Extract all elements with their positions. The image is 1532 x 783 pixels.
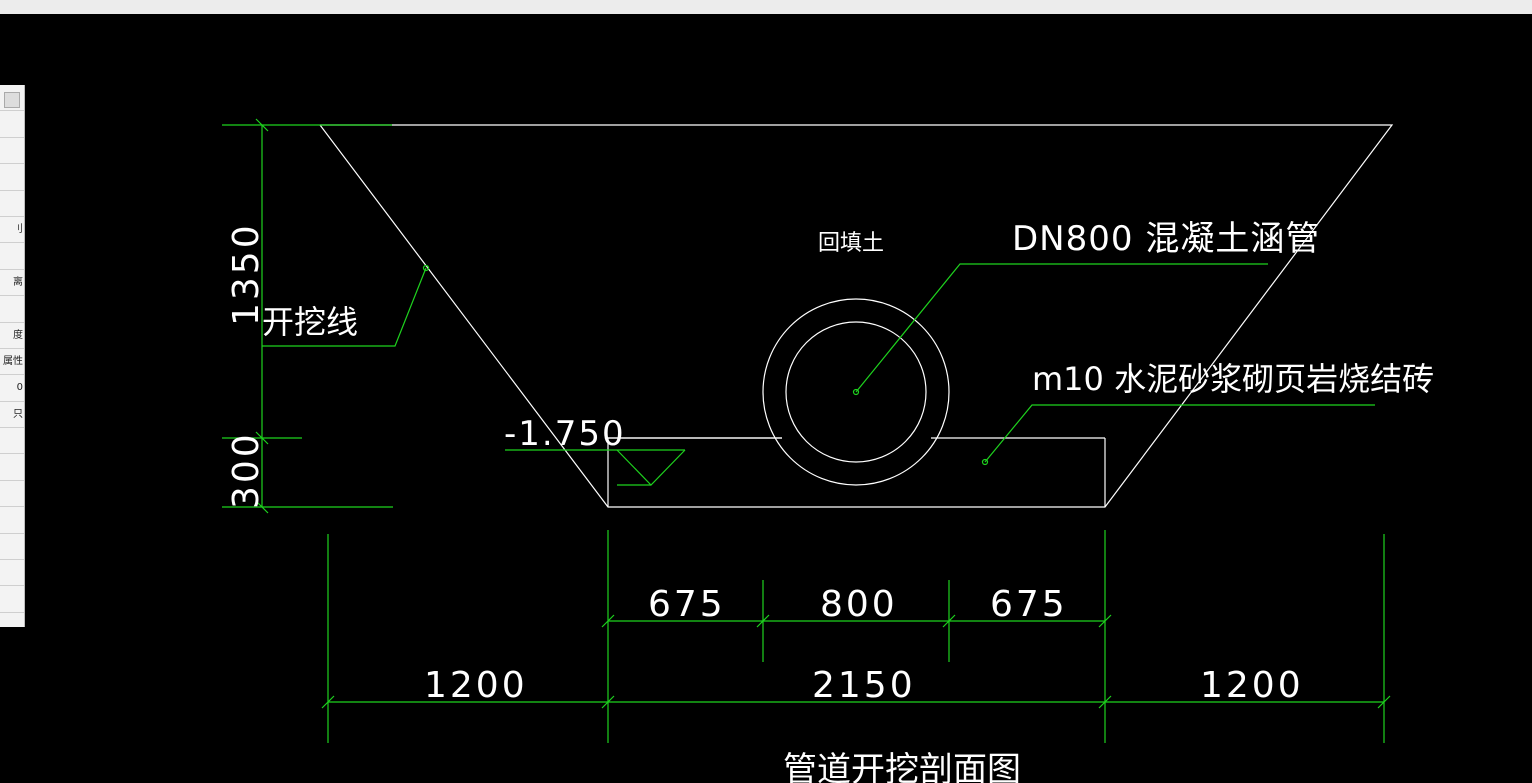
trench-outline[interactable]	[319, 124, 1394, 508]
panel-row[interactable]: 度	[0, 323, 24, 349]
panel-row[interactable]: 0	[0, 375, 24, 402]
drawing-title: 管道开挖剖面图	[783, 750, 1021, 783]
outer-tick-3	[1098, 695, 1112, 709]
panel-row[interactable]	[0, 560, 24, 587]
pipe-inner-wall[interactable]	[785, 321, 927, 463]
elevation-label: -1.750	[504, 414, 626, 454]
panel-checkbox[interactable]	[4, 92, 20, 108]
panel-row[interactable]	[0, 534, 24, 561]
inner-tick-3	[942, 614, 956, 628]
dim-label-inner-middle: 800	[820, 584, 898, 625]
inner-tick-4	[1098, 614, 1112, 628]
elevation-triangle	[616, 449, 686, 486]
panel-row[interactable]	[0, 428, 24, 455]
pipe-leader	[855, 263, 1268, 393]
base-material-label: m10 水泥砂浆砌页岩烧结砖	[1032, 360, 1434, 398]
inner-tick-1	[601, 614, 615, 628]
panel-row[interactable]	[0, 507, 24, 534]
pipe-leader-dot	[852, 388, 860, 396]
dim-label-outer-middle: 2150	[812, 665, 916, 706]
panel-row[interactable]	[0, 454, 24, 481]
panel-row[interactable]	[0, 164, 24, 191]
title-bar	[0, 0, 1532, 14]
base-leader	[984, 404, 1375, 463]
panel-row[interactable]	[0, 243, 24, 270]
dim-label-inner-left: 675	[648, 584, 726, 625]
outer-tick-2	[601, 695, 615, 709]
dim-label-outer-right: 1200	[1200, 665, 1304, 706]
pipe-outer-wall[interactable]	[762, 298, 950, 486]
panel-row[interactable]	[0, 296, 24, 323]
dim-label-vertical-upper: 1350	[226, 222, 267, 326]
panel-row[interactable]: 属性	[0, 349, 24, 376]
panel-row[interactable]	[0, 111, 24, 138]
outer-tick-4	[1377, 695, 1391, 709]
panel-row[interactable]	[0, 138, 24, 165]
base-leader-dot	[981, 458, 989, 466]
backfill-label: 回填土	[818, 231, 884, 256]
properties-panel[interactable]: 刂 离 度 属性 0 只	[0, 85, 25, 627]
panel-row[interactable]: 刂	[0, 217, 24, 244]
panel-row[interactable]: 离	[0, 270, 24, 297]
outer-tick-1	[321, 695, 335, 709]
panel-row[interactable]	[0, 586, 24, 613]
vdim-tick-bottom	[255, 500, 269, 514]
panel-row[interactable]	[0, 481, 24, 508]
excavation-leader-dot	[422, 264, 430, 272]
panel-row[interactable]	[0, 191, 24, 217]
inner-tick-2	[756, 614, 770, 628]
vdim-tick-top	[255, 118, 269, 132]
panel-row[interactable]: 只	[0, 402, 24, 429]
dim-label-inner-right: 675	[990, 584, 1068, 625]
dim-label-outer-left: 1200	[424, 665, 528, 706]
vdim-tick-mid	[255, 431, 269, 445]
excavation-leader	[262, 267, 427, 347]
excavation-line-label: 开挖线	[262, 303, 358, 341]
panel-row[interactable]	[0, 85, 24, 112]
dim-label-vertical-lower: 300	[226, 431, 267, 509]
pipe-label: DN800 混凝土涵管	[1012, 219, 1320, 259]
